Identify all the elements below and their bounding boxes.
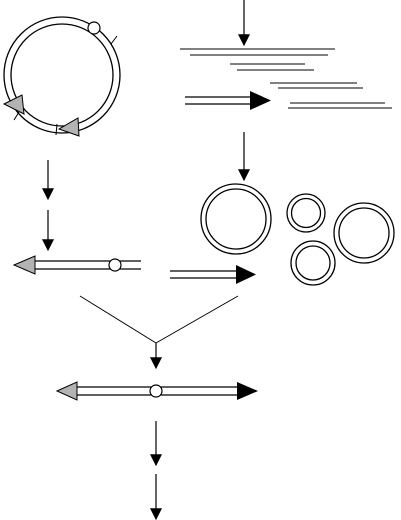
circle-small-bottom [290,240,336,286]
circle-medium-right [333,202,395,264]
circle-small-top [286,193,326,233]
plasmid-primer-arrow-left [2,94,25,115]
circular-products [200,183,395,286]
circle-large [200,183,272,255]
dna-fragment-lines [180,48,392,109]
plasmid-primer-arrow-bottom [57,117,80,137]
merge-lines [79,295,239,344]
linear-vector [12,255,141,275]
plasmid-tick-marks [13,35,118,136]
plasmid-circle [3,16,121,134]
insert-arrow [170,265,256,284]
fragment-arrow-black [185,91,271,110]
combined-construct [55,381,258,401]
plasmid-site-marker [87,21,101,35]
